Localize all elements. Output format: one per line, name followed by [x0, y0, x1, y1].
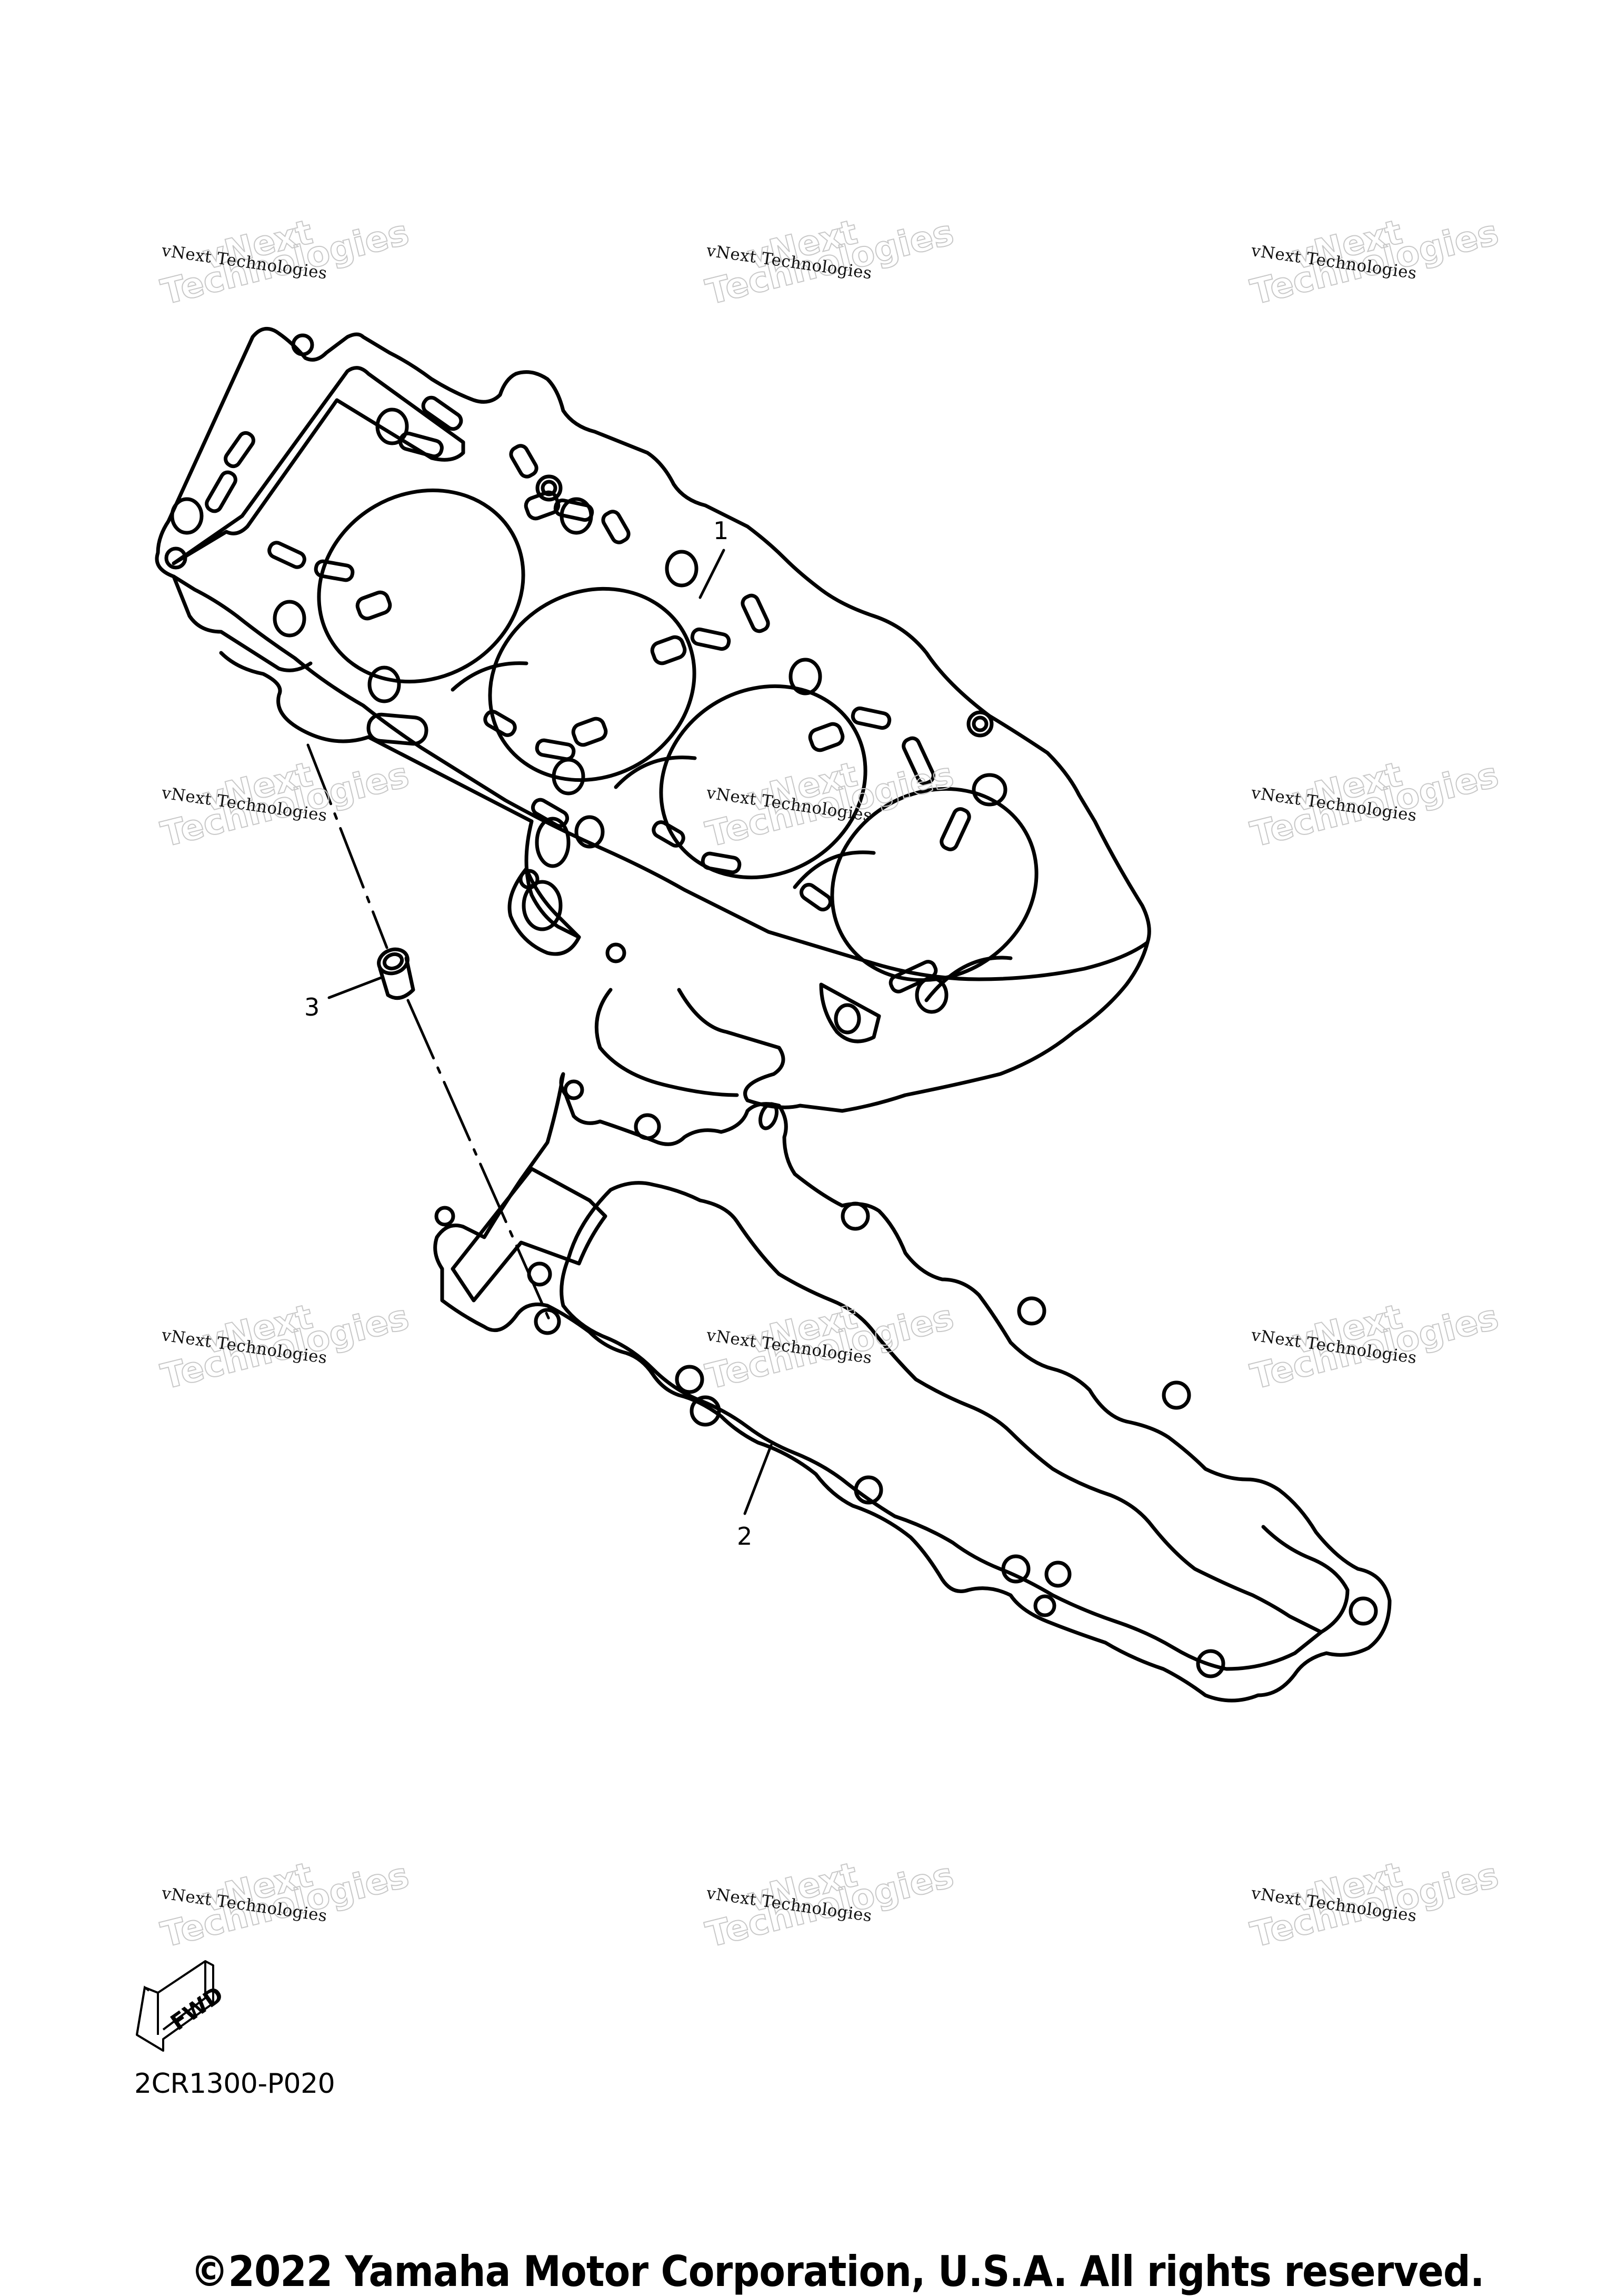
- boss-small-hole: [605, 942, 626, 963]
- fwd-arrow-icon: FWD: [136, 1960, 224, 2052]
- dowel-pin[interactable]: [375, 946, 415, 1000]
- callout-3: 3: [304, 993, 320, 1021]
- boss-small-hole: [518, 869, 540, 890]
- liner-edge: [793, 850, 876, 889]
- base-gasket[interactable]: [433, 1072, 1392, 1703]
- stud-hole: [535, 474, 563, 502]
- callout-2: 2: [737, 1522, 753, 1550]
- gasket-outer-edge: [433, 1072, 1392, 1703]
- stud-hole: [966, 710, 994, 738]
- stud-hole-inner: [541, 480, 557, 496]
- diagram-part-number: 2CR1300-P020: [134, 2068, 335, 2100]
- leader-line-1: [698, 549, 725, 599]
- liner-edge: [451, 661, 528, 692]
- side-boss-right: [819, 982, 881, 1043]
- liner-edge: [614, 756, 697, 789]
- bore-1: [317, 488, 525, 684]
- boss-hole: [522, 880, 563, 931]
- cylinder-block[interactable]: [155, 326, 1151, 1113]
- liner-edge: [924, 956, 1013, 1002]
- alignment-line: [306, 743, 552, 1323]
- cylinder-skirt: [172, 574, 1150, 1113]
- leader-line-2: [743, 1444, 773, 1515]
- bore-4: [830, 787, 1039, 982]
- dowel-top: [377, 947, 410, 976]
- boss-hole: [834, 1003, 861, 1035]
- stud-hole-inner: [972, 715, 989, 732]
- gasket-tunnel-frame: [451, 1167, 607, 1303]
- gasket-inner-edge: [560, 1181, 1350, 1671]
- copyright-notice: ©2022 Yamaha Motor Corporation, U.S.A. A…: [191, 2247, 1484, 2296]
- mount-hole: [164, 546, 187, 570]
- dowel-body: [378, 956, 415, 1000]
- callout-1: 1: [713, 516, 729, 545]
- water-jacket-holes: [170, 395, 1007, 1014]
- gasket-bolt-holes: [434, 1079, 1378, 1678]
- bore-3: [659, 684, 867, 880]
- cam-chain-tunnel: [172, 366, 465, 565]
- mount-hole: [291, 333, 314, 356]
- dowel-bore: [382, 952, 404, 971]
- side-boss: [507, 867, 581, 956]
- leader-line-3: [327, 976, 383, 999]
- bore-2: [488, 587, 696, 782]
